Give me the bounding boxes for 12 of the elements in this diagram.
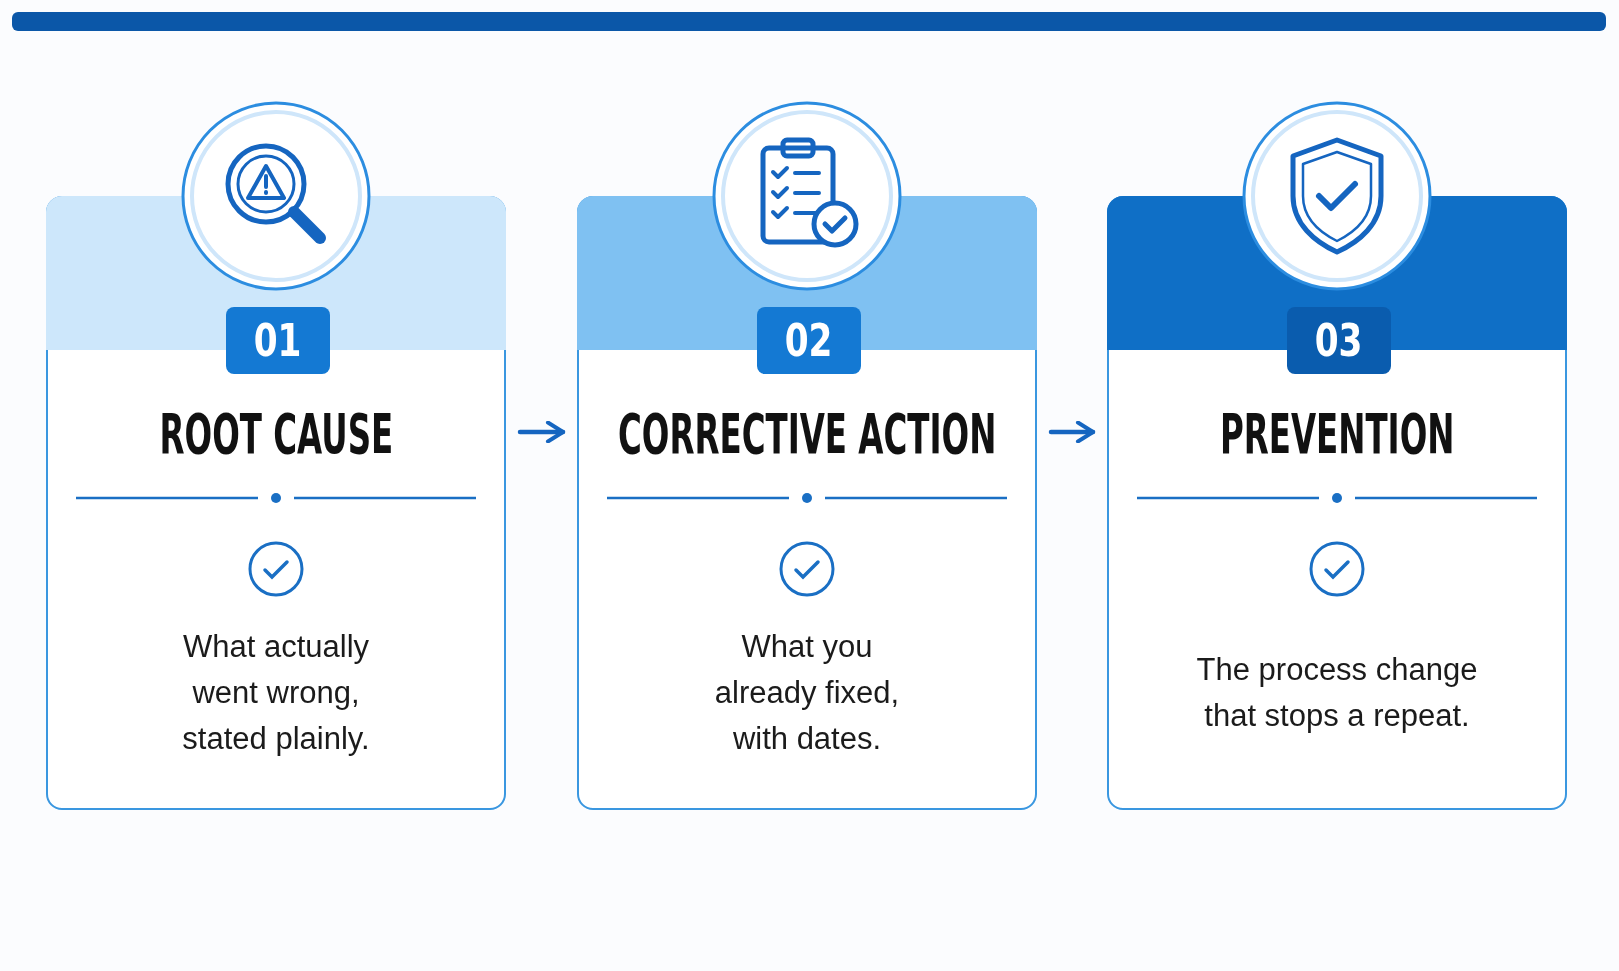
step-number-badge: 02 (757, 307, 861, 374)
step-title: PREVENTION (1219, 400, 1455, 468)
step-number-badge: 03 (1287, 307, 1391, 374)
step-description: What you already fixed, with dates. (713, 628, 901, 758)
arrow (517, 420, 566, 444)
top-bar (12, 12, 1606, 31)
step-title: ROOT CAUSE (159, 400, 393, 468)
step-description: The process change that stops a repeat. (1195, 651, 1479, 735)
step-title: CORRECTIVE ACTION (617, 400, 997, 468)
step-number-badge: 01 (226, 307, 330, 374)
step-description: What actually went wrong, stated plainly. (181, 628, 371, 758)
arrow (1048, 420, 1096, 444)
